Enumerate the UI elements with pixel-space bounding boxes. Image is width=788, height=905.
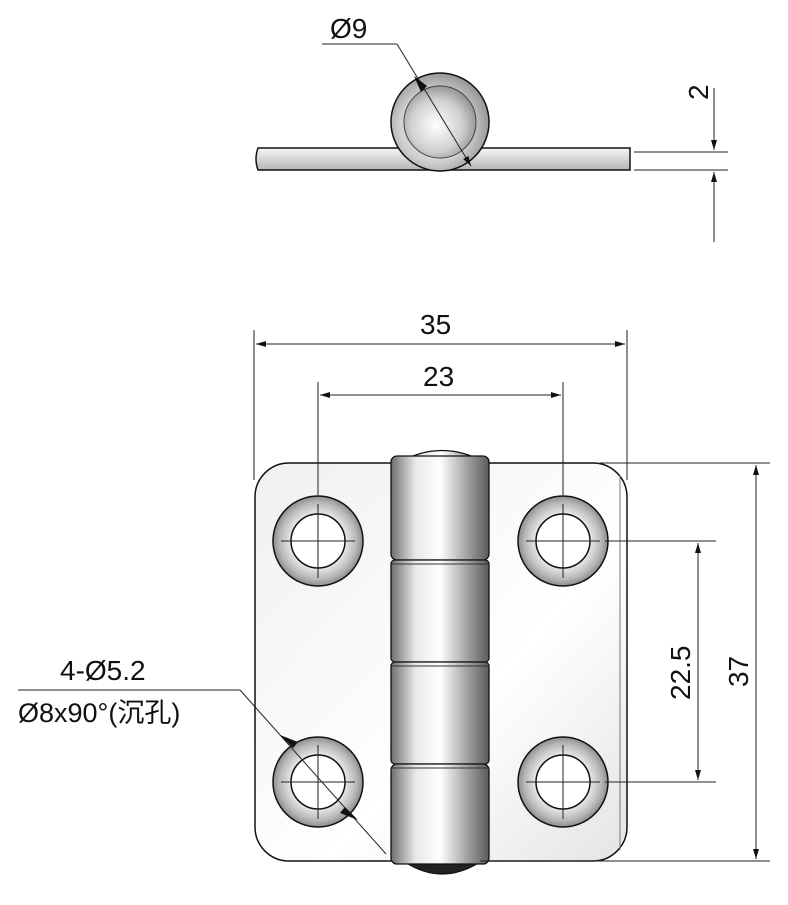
hole-bottom-left	[272, 736, 364, 828]
front-view: 35 23 22.5 37 4-Ø5.2 Ø8x90°(沉孔)	[18, 309, 770, 875]
spacing-v-label: 22.5	[665, 646, 696, 701]
hole-callout-line1: 4-Ø5.2	[60, 655, 146, 686]
callout-arrow-b	[340, 807, 358, 820]
side-view: Ø9 2	[255, 13, 728, 242]
knuckle-3	[390, 661, 490, 765]
pin-diameter-leader	[396, 43, 472, 167]
callout-arrow-a	[280, 735, 298, 748]
callout-leader	[239, 689, 387, 855]
spacing-h-label: 23	[423, 361, 454, 392]
knuckle-1	[390, 455, 490, 561]
side-knuckle-inner	[403, 85, 477, 159]
hole-top-right	[517, 495, 609, 587]
pin-diameter-label: Ø9	[330, 13, 367, 44]
hole-bottom-right	[517, 736, 609, 828]
hole-top-left	[272, 495, 364, 587]
width-label: 35	[420, 309, 451, 340]
knuckle-2	[390, 559, 490, 663]
thickness-label: 2	[683, 84, 714, 100]
hinge-pin	[390, 449, 490, 875]
pin-diameter-arrow	[414, 76, 427, 92]
knuckle-4	[390, 763, 490, 865]
hole-callout-line2: Ø8x90°(沉孔)	[18, 698, 180, 728]
height-label: 37	[723, 656, 754, 687]
